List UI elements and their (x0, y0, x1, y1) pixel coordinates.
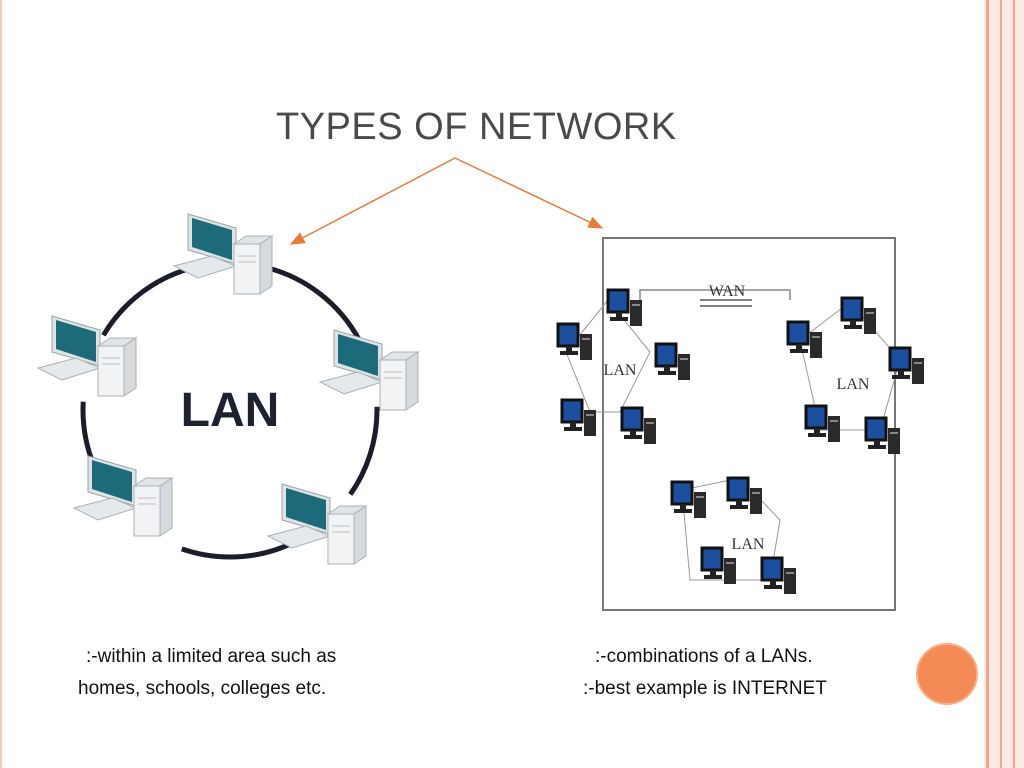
lan-caption-line: :-within a limited area such as (86, 646, 337, 667)
computer-icon (670, 480, 708, 520)
computer-icon (654, 342, 692, 382)
computer-icon (173, 213, 273, 295)
lan-caption: :-within a limited area such as homes, s… (78, 641, 336, 705)
wan-caption: :-combinations of a LANs. :-best example… (583, 641, 827, 705)
lan-center-label: LAN (181, 384, 280, 437)
computer-icon (888, 346, 926, 386)
computer-icon (267, 483, 367, 565)
wan-label: WAN (709, 283, 746, 300)
lan-caption-line: homes, schools, colleges etc. (78, 678, 327, 699)
computer-icon (319, 329, 419, 411)
frame-stripe (1013, 0, 1015, 768)
wan-caption-line: :-combinations of a LANs. (595, 646, 813, 667)
lan-label: LAN (604, 362, 637, 379)
computer-icon (620, 406, 658, 446)
computer-icon (726, 476, 764, 516)
computer-icon (73, 455, 173, 537)
frame-left-border (0, 0, 2, 768)
frame-stripe (1000, 0, 1002, 768)
decorative-circle (916, 643, 978, 705)
computer-icon (804, 404, 842, 444)
lan-diagram: LAN (37, 213, 419, 565)
wan-diagram: WAN LAN LAN LAN (556, 237, 926, 611)
lan-label: LAN (837, 376, 870, 393)
computer-icon (606, 288, 644, 328)
slide-title: TYPES OF NETWORK (276, 106, 677, 148)
frame-stripe (986, 0, 989, 768)
wan-caption-line: :-best example is INTERNET (583, 678, 827, 699)
computer-icon (560, 398, 598, 438)
lan-label: LAN (732, 536, 765, 553)
computer-icon (840, 296, 878, 336)
computer-icon (37, 315, 137, 397)
computer-icon (700, 546, 738, 586)
computer-icon (556, 322, 594, 362)
arrow-to-lan (289, 157, 456, 245)
arrow-to-wan (454, 157, 604, 229)
frame-right-band (984, 0, 1024, 768)
computer-icon (760, 556, 798, 596)
